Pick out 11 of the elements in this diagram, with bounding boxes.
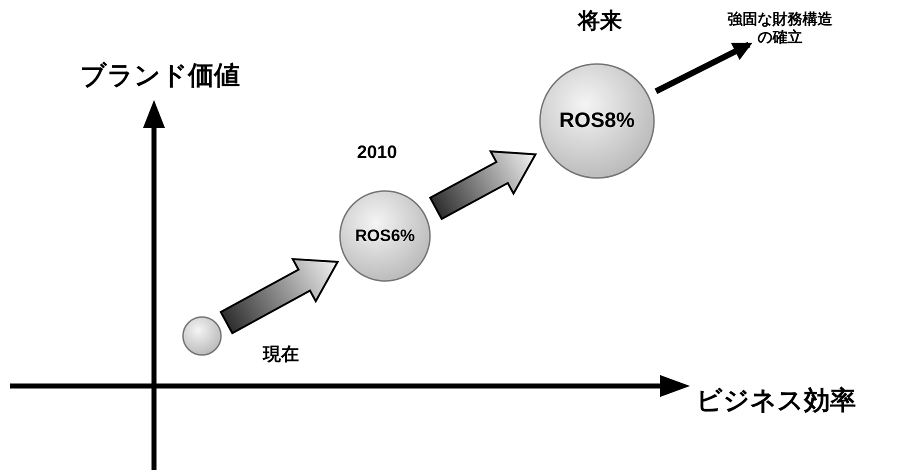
axis-label: ブランド価値	[80, 59, 240, 92]
arrow	[654, 42, 752, 94]
node-label: 現在	[263, 343, 299, 366]
goal-text: 強固な財務構造の確立	[726, 11, 834, 47]
circle-label: ROS6%	[355, 226, 415, 246]
block-arrow	[219, 258, 340, 334]
node-label: 将来	[578, 7, 622, 35]
circle-label: ROS8%	[559, 108, 635, 134]
axis-label: ビジネス効率	[696, 384, 856, 417]
node-label: 2010	[357, 142, 398, 163]
block-arrow	[428, 150, 538, 220]
